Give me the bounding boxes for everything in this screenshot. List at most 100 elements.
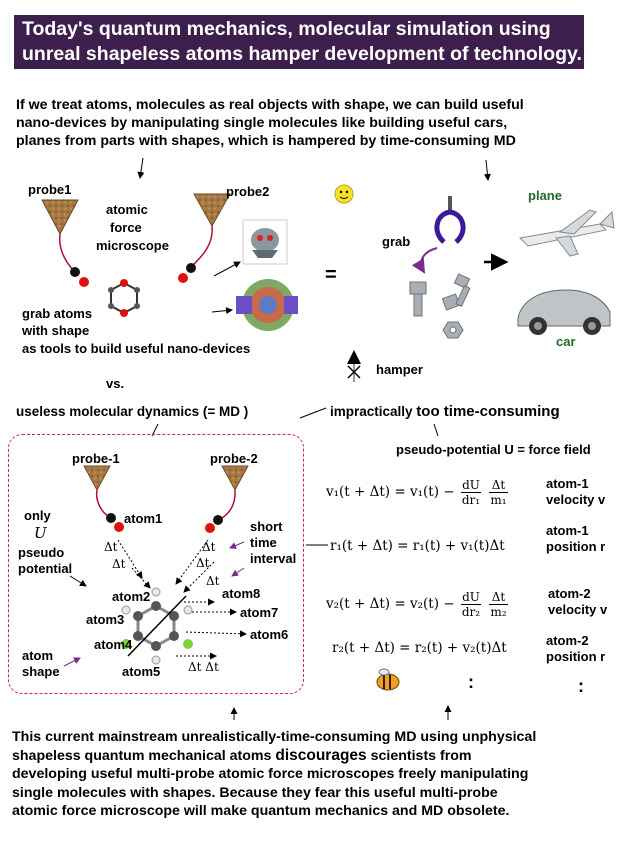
equation-r2: r₂(t + Δt) = r₂(t) + v₂(t)Δt	[332, 640, 507, 656]
eq3-left: v₂(t + Δt) = v₂(t) −	[326, 596, 455, 612]
dt-label-1: Δt	[104, 540, 118, 554]
header-banner: Today's quantum mechanics, molecular sim…	[14, 15, 584, 69]
atom4-label: atom4	[94, 637, 133, 652]
eq3-label-a: atom-2	[548, 586, 591, 601]
atom6-label: atom6	[250, 627, 289, 642]
eq4-label-b: position r	[546, 649, 606, 664]
only-label: only	[24, 508, 51, 523]
equals-sign: =	[325, 264, 337, 286]
intro-line-3: planes from parts with shapes, which is …	[16, 133, 516, 149]
afm-label-line-1: atomic	[106, 202, 148, 217]
probe2-tip-icon	[178, 193, 231, 283]
eq3-label-b: velocity v	[548, 602, 608, 617]
eq1-label-a: atom-1	[546, 476, 589, 491]
header-line-1: Today's quantum mechanics, molecular sim…	[22, 18, 551, 40]
atom3-label: atom3	[86, 612, 125, 627]
u-symbol: U	[34, 524, 47, 542]
header-line-2: unreal shapeless atoms hamper developmen…	[22, 43, 582, 65]
plane-icon	[518, 209, 615, 257]
md-probe-2-label: probe-2	[210, 451, 258, 466]
md-probe2-icon	[205, 465, 249, 533]
atom8-label: atom8	[222, 586, 261, 601]
pseudo-potential-label: pseudo-potential U = force field	[396, 442, 591, 457]
eq1-left: v₁(t + Δt) = v₁(t) −	[326, 484, 455, 500]
plane-label: plane	[528, 188, 562, 203]
conclusion-line-2a: shapeless quantum mechanical atoms	[12, 747, 276, 764]
useless-md-label: useless molecular dynamics (= MD )	[16, 404, 249, 419]
equation-r1: r₁(t + Δt) = r₁(t) + v₁(t)Δt	[330, 538, 505, 554]
eq1-den2: m₁	[490, 493, 507, 507]
eq3-num2: Δt	[489, 590, 508, 605]
probe1-tip-icon	[41, 199, 89, 287]
eq3-num: dU	[460, 590, 482, 605]
grabber-claw-icon	[434, 196, 466, 244]
discourages-text: discourages	[275, 746, 367, 764]
intro-paragraph: If we treat atoms, molecules as real obj…	[16, 96, 524, 150]
eq4-label-a: atom-2	[546, 633, 589, 648]
dt-label-4: Δt	[196, 556, 210, 570]
md-simulation-box	[8, 434, 304, 694]
eq2-label-b: position r	[546, 539, 606, 554]
eq3-den: dr₂	[461, 605, 481, 619]
vs-label: vs.	[106, 376, 125, 391]
grab-atoms-line-3: as tools to build useful nano-devices	[22, 341, 251, 356]
hamper-arrow-icon	[347, 350, 361, 382]
hamper-label: hamper	[376, 362, 423, 377]
atom-shape-label-2: shape	[22, 664, 60, 679]
conclusion-line-4: single molecules with shapes. Because th…	[12, 784, 498, 801]
too-time-text: too time-consuming	[416, 403, 560, 420]
too-time-consuming-label: impractically too time-consuming	[330, 403, 560, 421]
car-label: car	[556, 334, 576, 349]
grab-atoms-line-1: grab atoms	[22, 306, 93, 321]
conclusion-line-2: shapeless quantum mechanical atoms disco…	[12, 747, 536, 766]
grab-atoms-line-2: with shape	[22, 323, 90, 338]
potential-label: potential	[18, 561, 73, 576]
molecule-hexagon-icon	[108, 279, 140, 317]
continuation-colon-2: :	[578, 676, 584, 696]
md-probe-1-label: probe-1	[72, 451, 120, 466]
conclusion-line-2c: scientists from	[366, 747, 472, 764]
short-label: short	[250, 519, 283, 534]
conclusion-paragraph: This current mainstream unrealistically-…	[12, 728, 536, 821]
dt-label-2: Δt	[112, 557, 126, 571]
intro-arrow-right	[483, 159, 491, 181]
probe2-label: probe2	[226, 184, 270, 199]
dt-label-3: Δt	[202, 540, 216, 554]
eq3-den2: m₂	[490, 605, 507, 619]
bee-icon	[376, 668, 400, 691]
pseudo-label: pseudo	[18, 545, 65, 560]
intro-arrow-left	[137, 157, 145, 179]
atom-shape-label-1: atom	[22, 648, 54, 663]
grab-label: grab	[382, 234, 411, 249]
nano-gear-icon	[236, 279, 298, 331]
time-label: time	[250, 535, 277, 550]
atom7-label: atom7	[240, 605, 279, 620]
impractically-text: impractically	[330, 404, 417, 419]
interval-label: interval	[250, 551, 297, 566]
afm-label-line-3: microscope	[96, 238, 169, 253]
dt-label-5: Δt	[206, 574, 220, 588]
eq1-den: dr₁	[461, 493, 481, 507]
eq1-label-b: velocity v	[546, 492, 606, 507]
conclusion-line-1: This current mainstream unrealistically-…	[12, 729, 537, 745]
intro-line-2: nano-devices by manipulating single mole…	[16, 115, 508, 131]
atom5-label: atom5	[122, 664, 161, 679]
nano-robot-icon	[242, 219, 288, 265]
bolt-parts-icon	[409, 273, 471, 339]
continuation-colon-1: :	[468, 672, 474, 692]
eq1-num2: Δt	[489, 478, 508, 493]
eq1-num: dU	[460, 478, 482, 493]
md-molecule-icon	[121, 587, 193, 665]
probe1-label: probe1	[28, 182, 72, 197]
eq2-label-a: atom-1	[546, 523, 589, 538]
md-probe1-icon	[83, 465, 124, 532]
conclusion-line-3: developing useful multi-probe atomic for…	[12, 766, 529, 782]
conclusion-line-5: atomic force microscope will make quantu…	[12, 803, 510, 819]
